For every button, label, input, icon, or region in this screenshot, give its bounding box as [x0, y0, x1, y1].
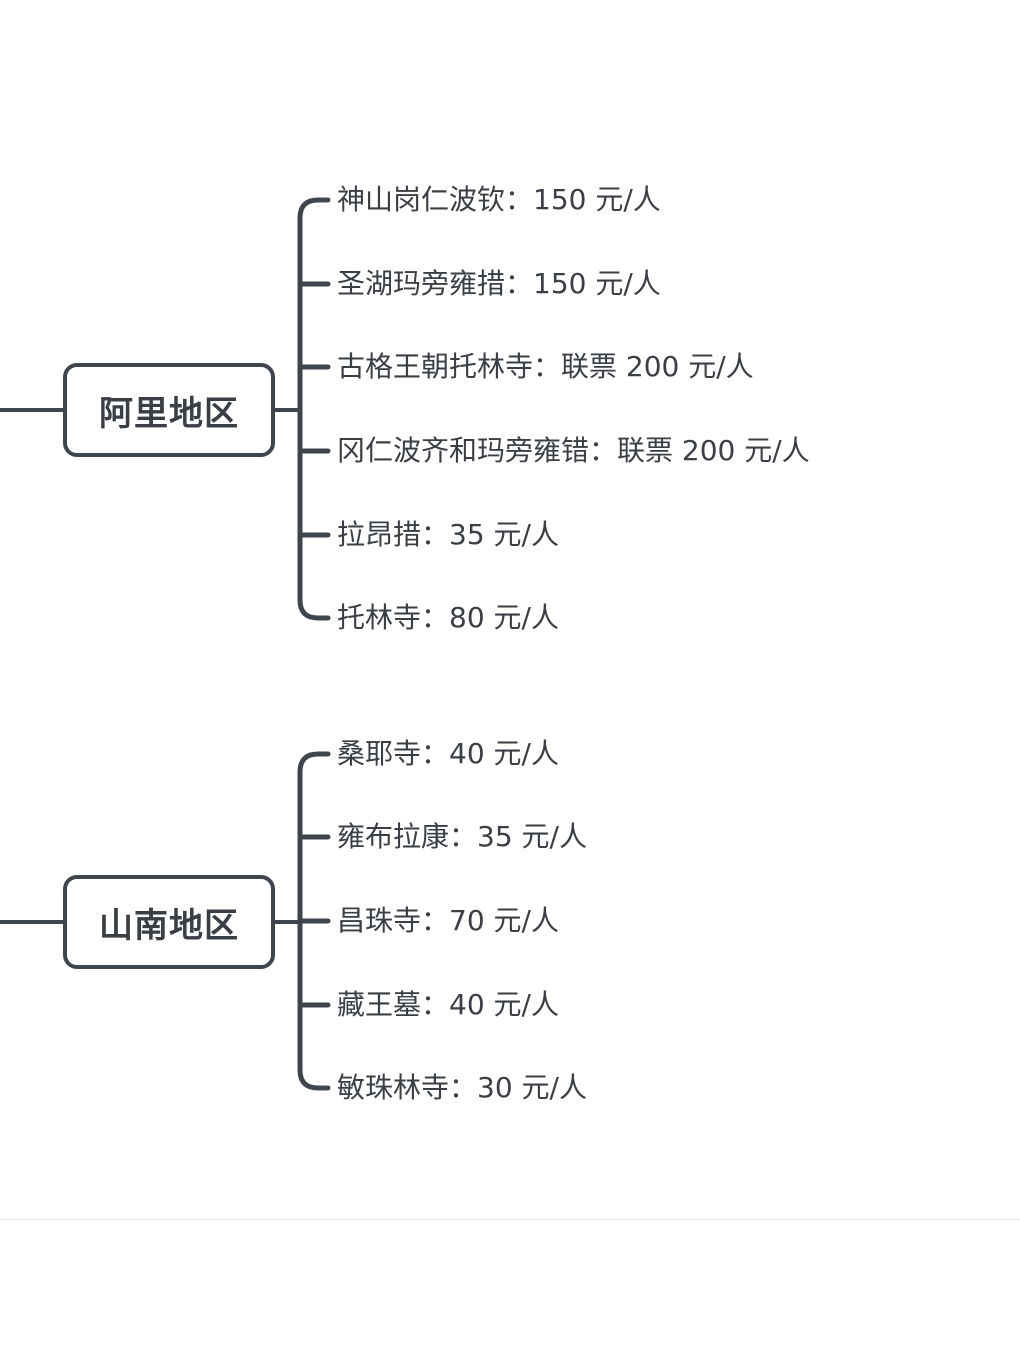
leaf-shannan-3[interactable]: 昌珠寺：70 元/人: [337, 904, 559, 937]
leaf-shannan-1[interactable]: 桑耶寺：40 元/人: [337, 737, 559, 770]
leaf-shannan-2[interactable]: 雍布拉康：35 元/人: [337, 820, 587, 853]
region-node-shannan[interactable]: 山南地区: [63, 875, 275, 969]
leaf-shannan-4[interactable]: 藏王墓：40 元/人: [337, 988, 559, 1021]
leaf-shannan-5[interactable]: 敏珠林寺：30 元/人: [337, 1071, 587, 1104]
leaf-ali-3[interactable]: 古格王朝托林寺：联票 200 元/人: [337, 350, 754, 383]
leaf-ali-4[interactable]: 冈仁波齐和玛旁雍错：联票 200 元/人: [337, 434, 810, 467]
bottom-divider: [0, 1219, 1020, 1220]
region-node-ali[interactable]: 阿里地区: [63, 363, 275, 457]
leaf-ali-5[interactable]: 拉昂措：35 元/人: [337, 518, 559, 551]
bracket-ali: [297, 197, 331, 621]
leaf-ali-2[interactable]: 圣湖玛旁雍措：150 元/人: [337, 267, 661, 300]
leaf-ali-6[interactable]: 托林寺：80 元/人: [337, 601, 559, 634]
leaf-ali-1[interactable]: 神山岗仁波钦：150 元/人: [337, 183, 661, 216]
